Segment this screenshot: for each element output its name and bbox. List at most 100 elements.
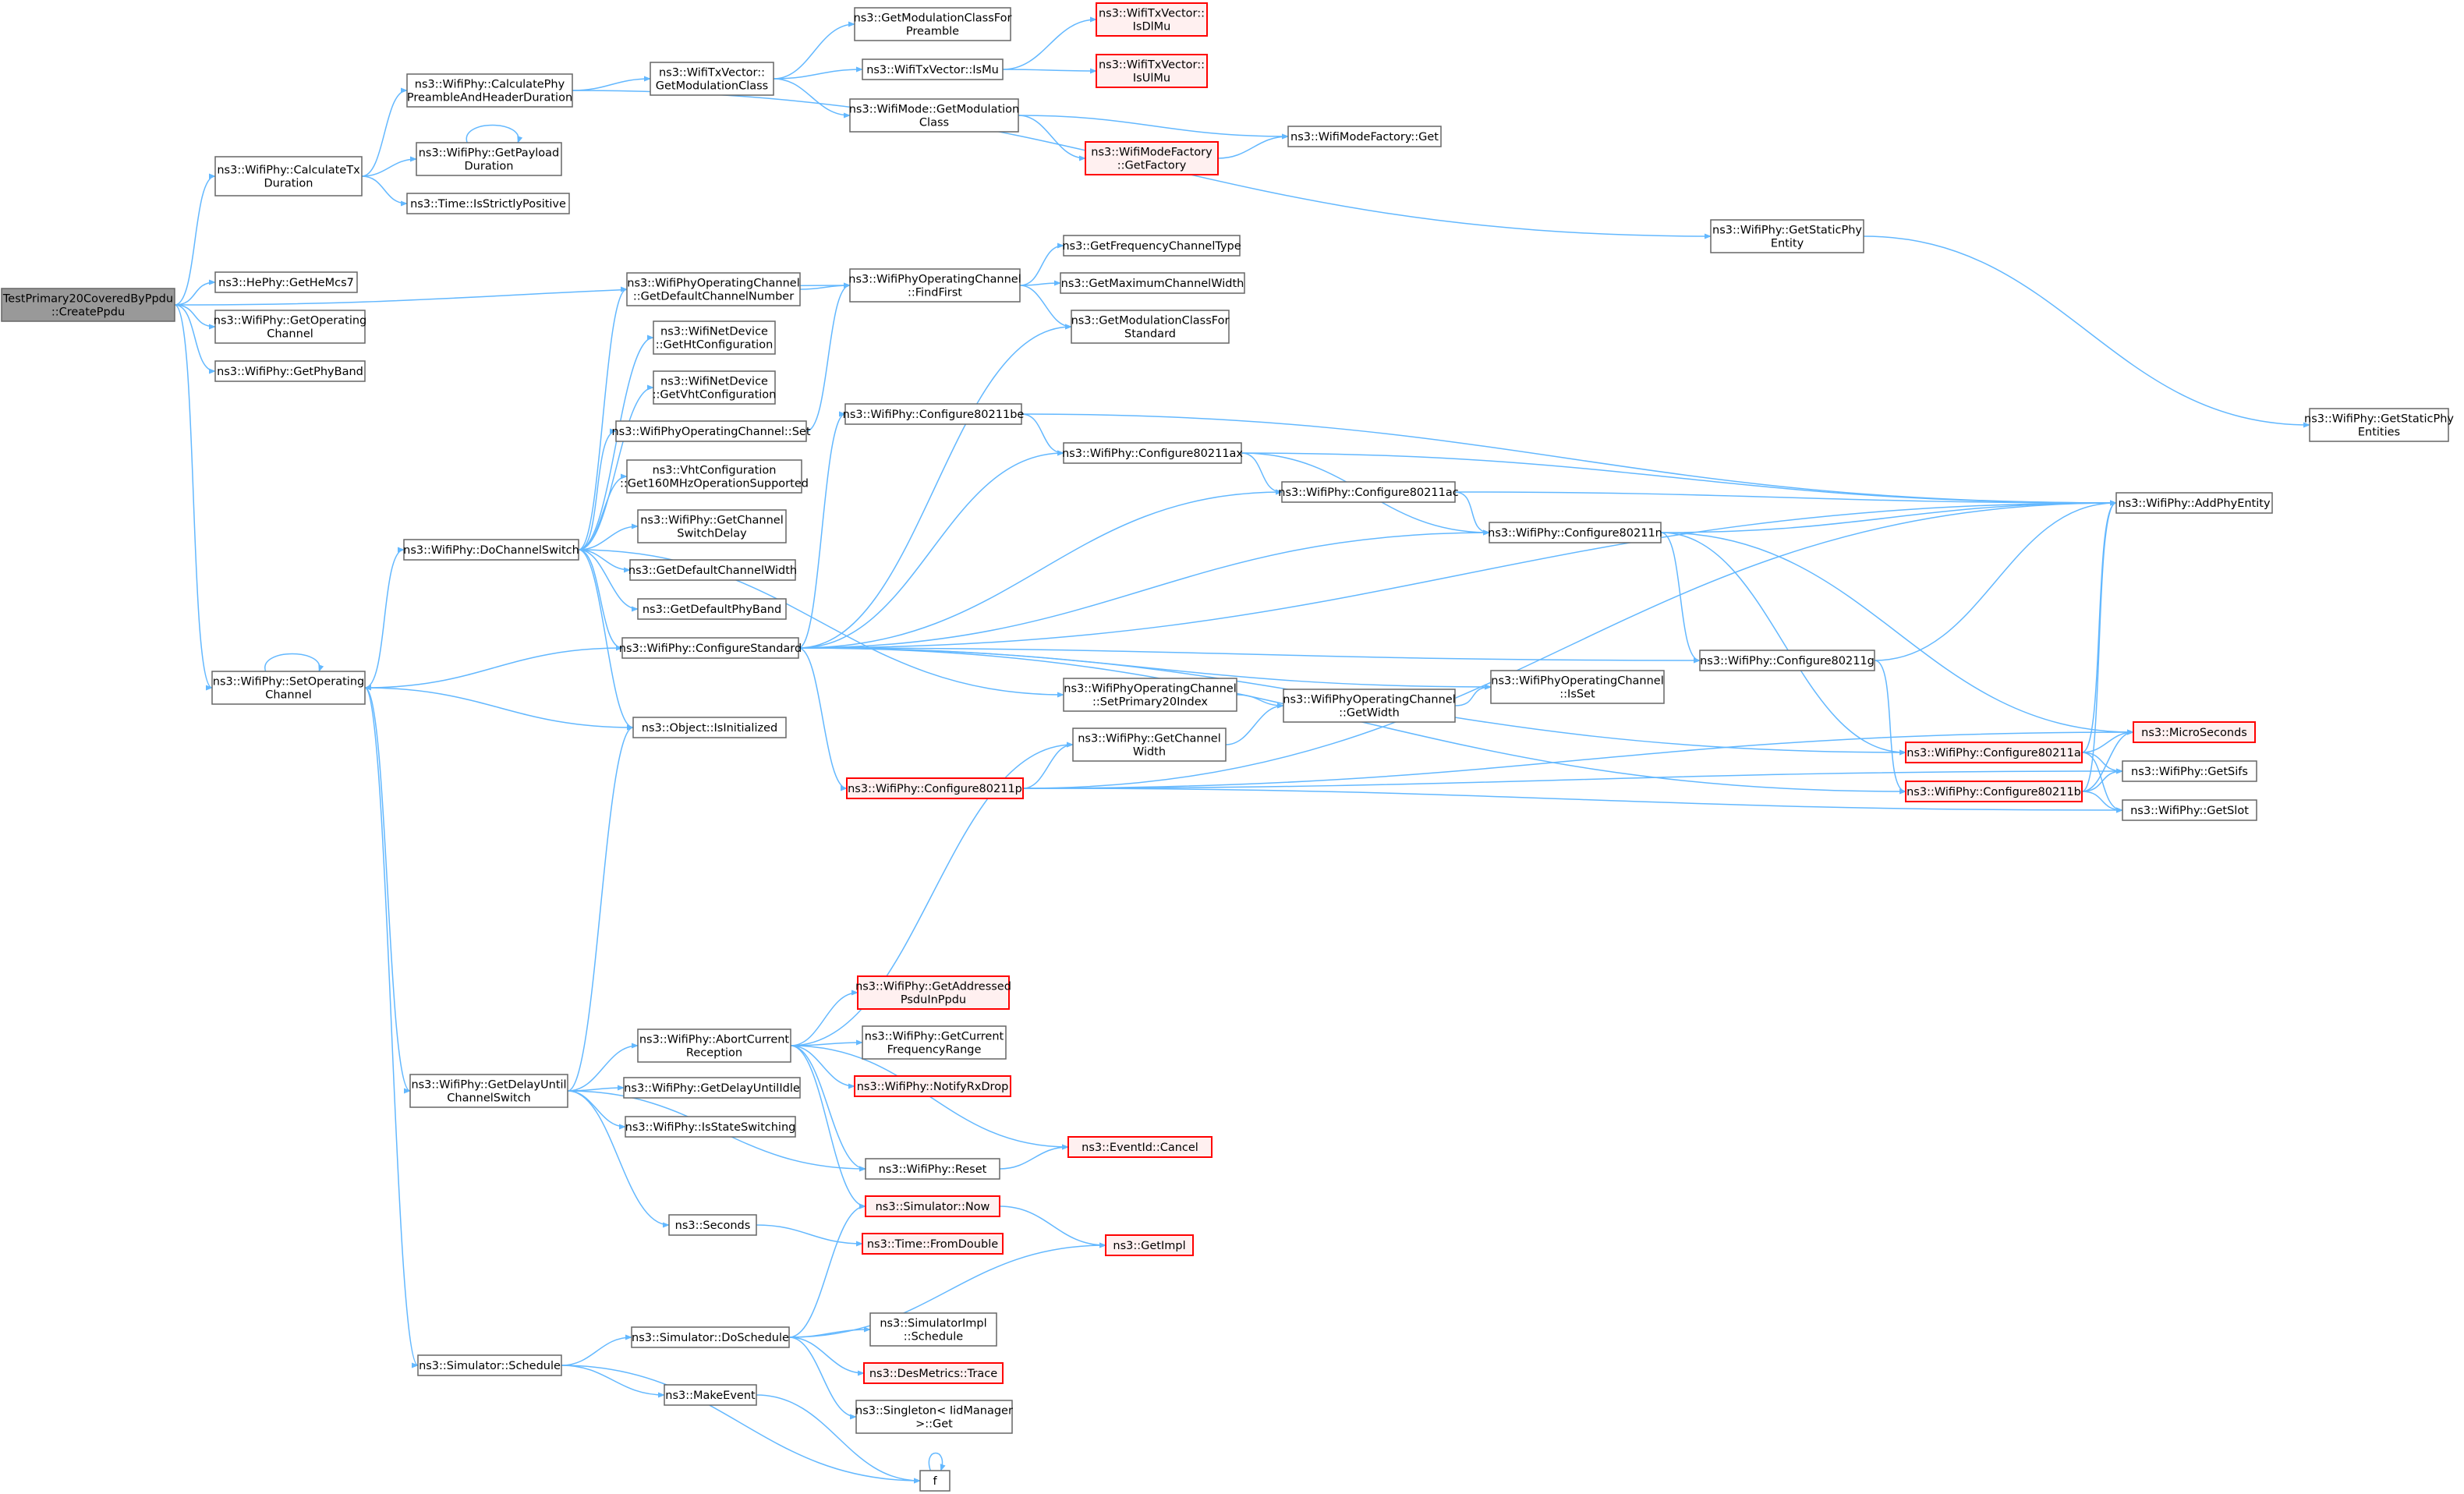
- node-f[interactable]: f: [919, 1470, 951, 1492]
- node-des-trace[interactable]: ns3::DesMetrics::Trace: [863, 1362, 1004, 1384]
- node-get-sifs[interactable]: ns3::WifiPhy::GetSifs: [2122, 760, 2257, 782]
- node-conf80211a[interactable]: ns3::WifiPhy::Configure80211a: [1905, 742, 2083, 763]
- edge-conf-std-to-set-op-ch: [364, 647, 623, 691]
- node-get-vht-conf[interactable]: ns3::WifiNetDevice::GetVhtConfiguration: [653, 370, 777, 405]
- node-label: ns3::WifiPhy::GetPhyBand: [217, 366, 363, 378]
- edge-conf80211p-to-get-sifs: [1022, 768, 2123, 789]
- node-is-dl-mu[interactable]: ns3::WifiTxVector::IsDlMu: [1096, 2, 1208, 37]
- node-set-prim20[interactable]: ns3::WifiPhyOperatingChannel::SetPrimary…: [1063, 678, 1237, 712]
- node-is-ul-mu[interactable]: ns3::WifiTxVector::IsUlMu: [1096, 54, 1208, 88]
- node-def-phy-band[interactable]: ns3::GetDefaultPhyBand: [637, 598, 787, 620]
- node-is-init[interactable]: ns3::Object::IsInitialized: [632, 717, 787, 738]
- edge-root-to-get-phy-band: [174, 304, 216, 374]
- node-do-ch-switch[interactable]: ns3::WifiPhy::DoChannelSwitch: [403, 539, 579, 561]
- edge-conf80211p-to-get-slot: [1022, 788, 2123, 813]
- edge-conf80211p-to-add-phy-entity: [1022, 500, 2117, 789]
- node-conf80211n[interactable]: ns3::WifiPhy::Configure80211n: [1488, 522, 1662, 543]
- node-get-impl[interactable]: ns3::GetImpl: [1105, 1234, 1194, 1256]
- node-conf80211g[interactable]: ns3::WifiPhy::Configure80211g: [1699, 650, 1875, 671]
- node-micro-sec[interactable]: ns3::MicroSeconds: [2133, 721, 2256, 743]
- edge-calc-pre-to-txv-get-mod: [572, 76, 651, 91]
- node-label: PsduInPpdu: [901, 994, 966, 1007]
- node-op-ch-set[interactable]: ns3::WifiPhyOperatingChannel::Set: [611, 420, 811, 442]
- edge-conf80211a-to-add-phy-entity: [2081, 500, 2117, 753]
- node-singleton-get[interactable]: ns3::Singleton< IidManager>::Get: [855, 1400, 1013, 1434]
- edge-set-op-ch-to-get-delay-sw: [364, 687, 411, 1094]
- node-find-first[interactable]: ns3::WifiPhyOperatingChannel::FindFirst: [848, 268, 1021, 303]
- node-box: [865, 1195, 1000, 1217]
- node-get160[interactable]: ns3::VhtConfiguration::Get160MHzOperatio…: [620, 459, 809, 494]
- node-is-state-sw[interactable]: ns3::WifiPhy::IsStateSwitching: [625, 1116, 796, 1138]
- node-conf80211be[interactable]: ns3::WifiPhy::Configure80211be: [843, 403, 1025, 425]
- node-box: [625, 1116, 796, 1138]
- node-ev-cancel[interactable]: ns3::EventId::Cancel: [1067, 1136, 1213, 1158]
- node-from-double[interactable]: ns3::Time::FromDouble: [862, 1233, 1004, 1255]
- node-is-mu[interactable]: ns3::WifiTxVector::IsMu: [862, 58, 1004, 80]
- node-conf-std[interactable]: ns3::WifiPhy::ConfigureStandard: [619, 637, 802, 659]
- node-box: [403, 539, 579, 561]
- node-label: ns3::WifiPhy::DoChannelSwitch: [403, 544, 579, 557]
- node-make-event[interactable]: ns3::MakeEvent: [664, 1384, 757, 1406]
- node-label: Reception: [686, 1047, 742, 1060]
- node-label: Width: [1133, 746, 1166, 759]
- node-sim-schedule[interactable]: ns3::Simulator::Schedule: [417, 1354, 562, 1376]
- node-mode-get-factory[interactable]: ns3::WifiModeFactory::GetFactory: [1085, 141, 1219, 175]
- node-max-ch-width[interactable]: ns3::GetMaximumChannelWidth: [1060, 272, 1245, 294]
- node-label: ns3::GetModulationClassFor: [1071, 315, 1230, 327]
- node-label: ns3::WifiPhy::NotifyRxDrop: [857, 1081, 1009, 1093]
- node-box: [406, 193, 570, 214]
- node-get-slot[interactable]: ns3::WifiPhy::GetSlot: [2122, 799, 2257, 821]
- node-sim-impl-sched[interactable]: ns3::SimulatorImpl::Schedule: [869, 1312, 997, 1347]
- edge-get-payload-to-get-payload: [466, 124, 523, 143]
- node-root[interactable]: TestPrimary20CoveredByPpdu::CreatePpdu: [1, 288, 175, 322]
- node-box: [1, 288, 175, 322]
- node-def-ch-width[interactable]: ns3::GetDefaultChannelWidth: [628, 559, 797, 581]
- node-sim-now[interactable]: ns3::Simulator::Now: [865, 1195, 1000, 1217]
- node-label: ns3::WifiPhy::Configure80211g: [1700, 655, 1875, 667]
- node-conf80211ac[interactable]: ns3::WifiPhy::Configure80211ac: [1278, 481, 1459, 503]
- node-strict-pos[interactable]: ns3::Time::IsStrictlyPositive: [406, 193, 570, 214]
- node-box: [668, 1214, 757, 1236]
- node-get-ht-conf[interactable]: ns3::WifiNetDevice::GetHtConfiguration: [653, 320, 776, 355]
- node-calc-pre[interactable]: ns3::WifiPhy::CalculatePhyPreambleAndHea…: [406, 73, 573, 108]
- node-mode-get-mod[interactable]: ns3::WifiMode::GetModulationClass: [849, 98, 1020, 133]
- node-conf80211b[interactable]: ns3::WifiPhy::Configure80211b: [1905, 781, 2083, 802]
- node-op-ch-is-set[interactable]: ns3::WifiPhyOperatingChannel::IsSet: [1490, 670, 1665, 704]
- node-phy-reset[interactable]: ns3::WifiPhy::Reset: [865, 1158, 1000, 1180]
- node-seconds[interactable]: ns3::Seconds: [668, 1214, 757, 1236]
- node-op-ch-get-width[interactable]: ns3::WifiPhyOperatingChannel::GetWidth: [1283, 689, 1456, 723]
- edge-phy-reset-to-ev-cancel: [999, 1144, 1069, 1170]
- node-conf80211p[interactable]: ns3::WifiPhy::Configure80211p: [846, 777, 1024, 799]
- node-txv-get-mod[interactable]: ns3::WifiTxVector::GetModulationClass: [650, 62, 774, 96]
- edge-conf80211ac-to-conf80211n: [1454, 491, 1490, 536]
- node-get-delay-idle[interactable]: ns3::WifiPhy::GetDelayUntilIdle: [623, 1077, 801, 1099]
- node-get-def-ch-num[interactable]: ns3::WifiPhyOperatingChannel::GetDefault…: [626, 272, 801, 306]
- edge-do-schedule-to-singleton-get: [788, 1336, 857, 1420]
- node-conf80211ax[interactable]: ns3::WifiPhy::Configure80211ax: [1062, 442, 1243, 464]
- node-mode-factory-get[interactable]: ns3::WifiModeFactory::Get: [1287, 126, 1442, 147]
- node-get-phy-band[interactable]: ns3::WifiPhy::GetPhyBand: [214, 360, 366, 382]
- node-notify-rx-drop[interactable]: ns3::WifiPhy::NotifyRxDrop: [854, 1075, 1011, 1097]
- node-he-mcs7[interactable]: ns3::HePhy::GetHeMcs7: [214, 271, 358, 293]
- node-label: ns3::SimulatorImpl: [880, 1318, 986, 1330]
- node-box: [653, 370, 776, 405]
- node-do-schedule[interactable]: ns3::Simulator::DoSchedule: [631, 1326, 790, 1348]
- node-box: [862, 1025, 1007, 1060]
- node-box: [1905, 742, 2083, 763]
- node-add-phy-entity[interactable]: ns3::WifiPhy::AddPhyEntity: [2115, 492, 2273, 514]
- node-freq-ch-type[interactable]: ns3::GetFrequencyChannelType: [1062, 235, 1241, 257]
